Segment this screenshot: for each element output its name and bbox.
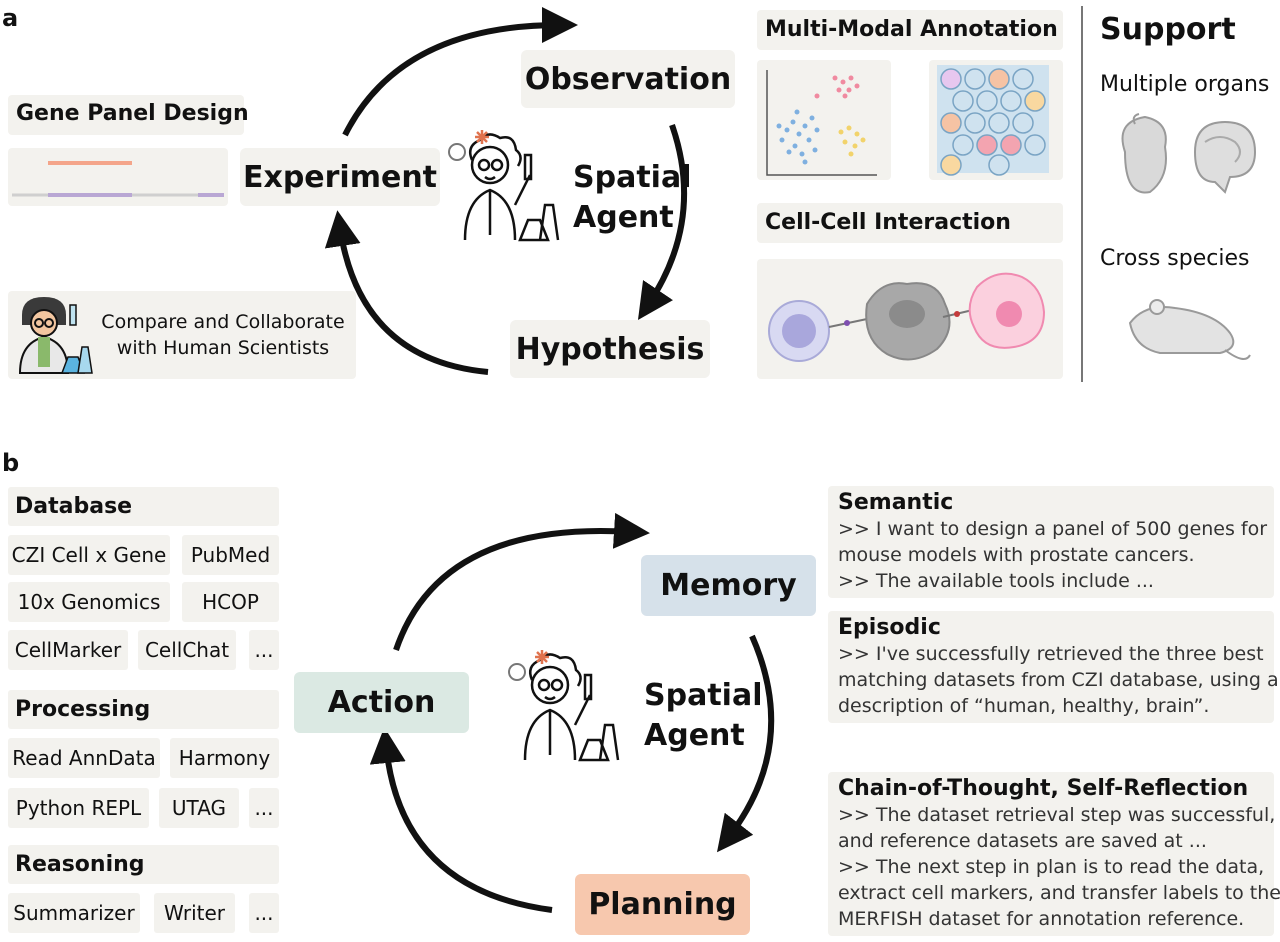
category-reasoning: Reasoning <box>8 845 279 884</box>
tool-database-more: ... <box>249 630 279 670</box>
support-divider <box>1081 6 1083 382</box>
spatial-agent-label-a: Spatial Agent <box>573 158 691 238</box>
stage-experiment: Experiment <box>240 148 440 206</box>
memory-semantic-line: >> The available tools include ... <box>838 570 1154 592</box>
stage-hypothesis: Hypothesis <box>510 320 710 378</box>
scientist-agent-icon <box>448 130 560 242</box>
tool-cellmarker: CellMarker <box>8 630 128 670</box>
tool-python-repl: Python REPL <box>8 788 149 828</box>
memory-semantic-line: mouse models with prostate cancers. <box>838 544 1195 566</box>
memory-reflection-line: >> The next step in plan is to read the … <box>838 856 1265 878</box>
category-database: Database <box>8 487 279 526</box>
gene-panel-bars <box>12 161 224 197</box>
stage-action: Action <box>294 672 469 733</box>
stage-planning: Planning <box>575 874 750 935</box>
arrow-hypothesis-to-experiment <box>324 210 489 375</box>
arrow-planning-to-action <box>369 727 553 913</box>
tool-hcop: HCOP <box>182 582 279 622</box>
center-label-b-line-1: Spatial <box>644 678 763 713</box>
memory-episodic-box: Episodic >> I've successfully retrieved … <box>828 611 1279 723</box>
human-scientist-icon <box>18 297 93 374</box>
interaction-illustration <box>757 259 1063 379</box>
tool-utag: UTAG <box>159 788 239 828</box>
center-label-b-line-2: Agent <box>644 718 745 753</box>
stage-observation: Observation <box>521 50 735 108</box>
annotation-title-box: Multi-Modal Annotation <box>757 10 1063 50</box>
cross-species-label: Cross species <box>1100 246 1250 271</box>
tool-writer: Writer <box>154 893 235 933</box>
arrow-action-to-memory <box>393 512 650 651</box>
memory-reflection-line: MERFISH dataset for annotation reference… <box>838 908 1245 930</box>
scientist-agent-icon-b <box>508 650 620 762</box>
tissue-cells <box>937 65 1049 176</box>
tool-czi-cell-x-gene: CZI Cell x Gene <box>8 535 170 575</box>
memory-semantic-line: >> I want to design a panel of 500 genes… <box>838 518 1268 540</box>
panel-a-label: a <box>2 4 19 32</box>
tool-summarizer: Summarizer <box>8 893 140 933</box>
arrow-observation-to-hypothesis <box>637 124 688 320</box>
tool-cellchat: CellChat <box>138 630 236 670</box>
organs-illustration <box>1121 113 1257 194</box>
mouse-icon <box>1128 299 1251 360</box>
interaction-title-box: Cell-Cell Interaction <box>757 203 1063 243</box>
tool-read-anndata: Read AnnData <box>8 738 160 778</box>
category-processing: Processing <box>8 690 279 729</box>
spatial-agent-label-b: Spatial Agent <box>644 676 762 756</box>
tool-10x-genomics: 10x Genomics <box>8 582 170 622</box>
collaborate-line-1: Compare and Collaborate <box>101 311 345 333</box>
collaborate-text: Compare and Collaborate with Human Scien… <box>92 309 354 361</box>
memory-reflection-line: extract cell markers, and transfer label… <box>838 882 1280 904</box>
tissue-image-illustration <box>929 60 1063 180</box>
multiple-organs-label: Multiple organs <box>1100 72 1270 97</box>
memory-episodic-title: Episodic <box>838 615 941 640</box>
memory-semantic-title: Semantic <box>838 490 954 515</box>
memory-reflection-box: Chain-of-Thought, Self-Reflection >> The… <box>828 772 1280 936</box>
tool-reasoning-more: ... <box>249 893 279 933</box>
collaborate-line-2: with Human Scientists <box>116 337 330 359</box>
umap-scatter <box>766 70 877 176</box>
center-label-line-2: Agent <box>573 200 674 235</box>
tool-harmony: Harmony <box>170 738 279 778</box>
memory-episodic-line: >> I've successfully retrieved the three… <box>838 643 1264 665</box>
support-title: Support <box>1100 12 1236 47</box>
cell-interaction-drawing <box>768 272 1046 362</box>
gene-panel-title-box: Gene Panel Design <box>8 95 249 135</box>
umap-plot-illustration <box>757 60 891 180</box>
arrow-memory-to-planning <box>716 634 775 853</box>
collaborate-box: Compare and Collaborate with Human Scien… <box>8 291 356 379</box>
arrow-experiment-to-observation <box>342 7 578 137</box>
memory-reflection-line: and reference datasets are saved at ... <box>838 830 1207 852</box>
memory-episodic-line: description of “human, healthy, brain”. <box>838 695 1210 717</box>
memory-reflection-line: >> The dataset retrieval step was succes… <box>838 804 1276 826</box>
interaction-title: Cell-Cell Interaction <box>765 210 1011 235</box>
tool-processing-more: ... <box>249 788 279 828</box>
memory-episodic-line: matching datasets from CZI database, usi… <box>838 669 1279 691</box>
memory-semantic-box: Semantic >> I want to design a panel of … <box>828 486 1274 598</box>
gene-panel-illustration <box>8 148 228 206</box>
tool-pubmed: PubMed <box>182 535 279 575</box>
center-label-line-1: Spatial <box>573 160 692 195</box>
panel-b-label: b <box>2 449 20 477</box>
stage-memory: Memory <box>641 555 816 616</box>
gene-panel-title: Gene Panel Design <box>16 101 249 126</box>
annotation-title: Multi-Modal Annotation <box>765 17 1058 42</box>
memory-reflection-title: Chain-of-Thought, Self-Reflection <box>838 776 1249 801</box>
